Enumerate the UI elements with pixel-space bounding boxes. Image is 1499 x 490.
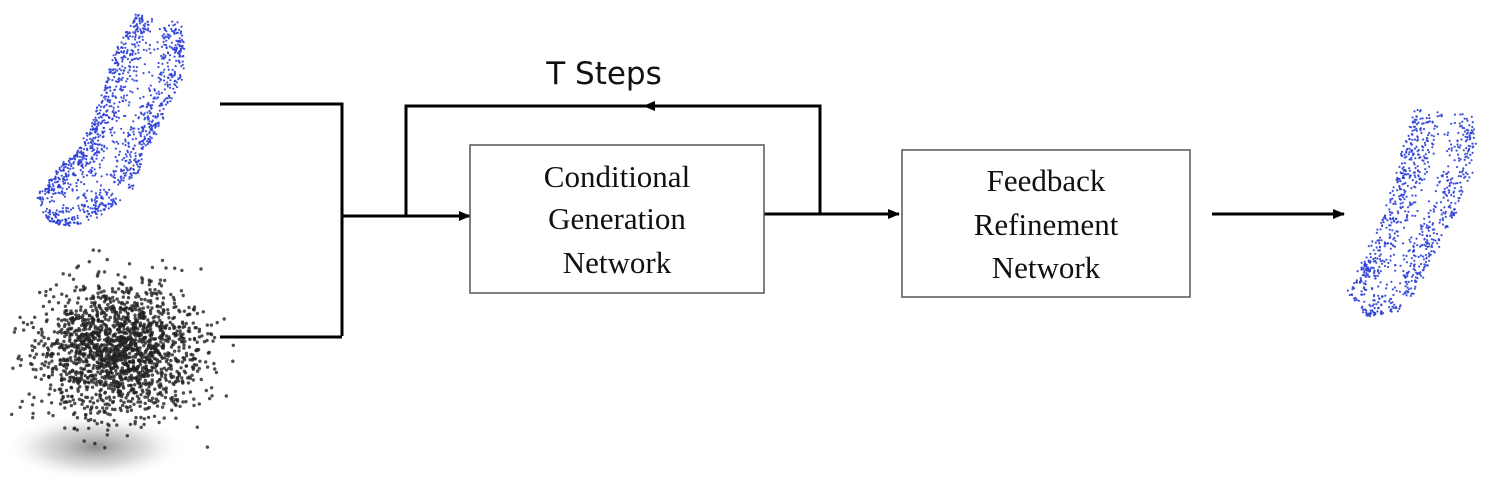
noise-points: [10, 248, 235, 450]
generation-network-box: Conditional Generation Network: [469, 144, 765, 294]
connector-lines: [220, 101, 1345, 339]
generation-box-line-3: Network: [563, 245, 672, 280]
generation-box-border: [469, 144, 765, 294]
gaussian-noise-icon: [3, 248, 235, 481]
generation-box-line-2: Generation: [548, 201, 686, 236]
input-shape-connector: [220, 102, 344, 336]
loop-label: T Steps: [545, 56, 662, 92]
refinement-network-box: Feedback Refinement Network: [901, 149, 1191, 298]
output-point-cloud-icon: [1346, 108, 1477, 318]
refinement-box-line-1: Feedback: [987, 163, 1106, 198]
generation-box-line-1: Conditional: [544, 159, 690, 194]
noise-shadow: [3, 413, 187, 481]
refinement-box-line-3: Network: [992, 250, 1101, 285]
refinement-box-line-2: Refinement: [974, 207, 1119, 242]
input-point-cloud-icon: [36, 13, 186, 227]
loop-feedback-arrow: [404, 104, 822, 216]
refinement-box-border: [901, 149, 1191, 298]
